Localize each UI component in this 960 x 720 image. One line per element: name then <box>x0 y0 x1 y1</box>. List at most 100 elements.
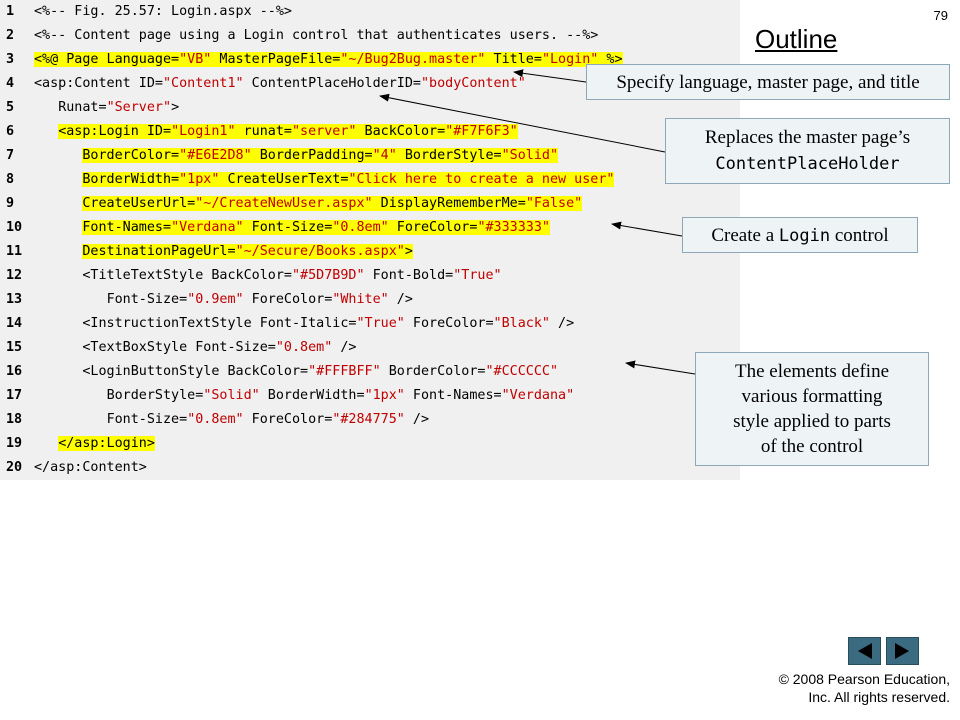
line-number: 12 <box>6 268 23 283</box>
markup-text: </asp:Content> <box>34 460 147 475</box>
code-line: 1 <%-- Fig. 25.57: Login.aspx --%> <box>0 0 740 24</box>
attribute-value: "Verdana" <box>171 220 244 235</box>
code-text: <%-- Fig. 25.57: Login.aspx --%> <box>34 0 292 24</box>
outline-title: Outline <box>755 24 838 54</box>
code-line: 12 <TitleTextStyle BackColor="#5D7B9D" F… <box>0 264 740 288</box>
markup-text: Font-Names= <box>404 388 502 403</box>
arrow-styles <box>625 360 696 375</box>
highlight: </asp:Login> <box>58 436 155 451</box>
code-text: <%-- Content page using a Login control … <box>34 24 598 48</box>
callout-login-control: Create a Login control <box>682 217 918 253</box>
line-number: 11 <box>6 244 23 259</box>
markup-text: <asp:Content ID= <box>34 76 163 91</box>
arrow-language <box>513 69 587 83</box>
code-line: 3<%@ Page Language="VB" MasterPageFile="… <box>0 48 740 72</box>
code-line: 11 DestinationPageUrl="~/Secure/Books.as… <box>0 240 740 264</box>
markup-text: <InstructionTextStyle Font-Italic= <box>82 316 357 331</box>
code-text: Font-Size="0.9em" ForeColor="White" /> <box>34 288 413 312</box>
highlight: DestinationPageUrl="~/Secure/Books.aspx"… <box>82 244 413 259</box>
code-line: 4<asp:Content ID="Content1" ContentPlace… <box>0 72 740 96</box>
markup-text: Font-Size= <box>243 220 333 235</box>
previous-slide-button[interactable] <box>848 637 881 665</box>
markup-text: BorderStyle= <box>106 388 204 403</box>
copyright-line: © 2008 Pearson Education, <box>778 671 950 687</box>
code-line: 5 Runat="Server"> <box>0 96 740 120</box>
attribute-value: "0.8em" <box>187 412 244 427</box>
callout-style-elements: The elements define various formatting s… <box>695 352 929 466</box>
line-number: 13 <box>6 292 23 307</box>
highlight: <%@ Page Language="VB" MasterPageFile="~… <box>34 52 623 67</box>
attribute-value: "0.8em" <box>332 220 389 235</box>
code-text: DestinationPageUrl="~/Secure/Books.aspx"… <box>34 240 413 264</box>
code-text: CreateUserUrl="~/CreateNewUser.aspx" Dis… <box>34 192 583 216</box>
markup-text: ForeColor= <box>388 220 478 235</box>
attribute-value: "~/Bug2Bug.master" <box>340 52 486 67</box>
attribute-value: "White" <box>332 292 389 307</box>
markup-text: /> <box>388 292 413 307</box>
code-text: <TitleTextStyle BackColor="#5D7B9D" Font… <box>34 264 501 288</box>
attribute-value: "Black" <box>493 316 550 331</box>
code-line: 17 BorderStyle="Solid" BorderWidth="1px"… <box>0 384 740 408</box>
attribute-value: "False" <box>525 196 583 211</box>
attribute-value: "0.8em" <box>275 340 333 355</box>
markup-text: <LoginButtonStyle BackColor= <box>82 364 309 379</box>
highlight: BorderColor="#E6E2D8" BorderPadding="4" … <box>82 148 559 163</box>
markup-text: DestinationPageUrl= <box>82 244 236 259</box>
line-number: 7 <box>6 148 15 163</box>
code-line: 7 BorderColor="#E6E2D8" BorderPadding="4… <box>0 144 740 168</box>
markup-text: > <box>404 244 413 259</box>
markup-text: BorderWidth= <box>259 388 365 403</box>
callout-text: Replaces the master page’s <box>704 127 911 148</box>
markup-text: Font-Names= <box>82 220 172 235</box>
code-text: BorderStyle="Solid" BorderWidth="1px" Fo… <box>34 384 575 408</box>
markup-text: /> <box>332 340 357 355</box>
attribute-value: "Solid" <box>203 388 260 403</box>
line-number: 17 <box>6 388 23 403</box>
attribute-value: "1px" <box>179 172 220 187</box>
code-line: 6 <asp:Login ID="Login1" runat="server" … <box>0 120 740 144</box>
triangle-left-icon <box>858 643 872 659</box>
markup-text: ContentPlaceHolderID= <box>243 76 421 91</box>
attribute-value: "0.9em" <box>187 292 244 307</box>
attribute-value: "Login1" <box>171 124 236 139</box>
highlight: BorderWidth="1px" CreateUserText="Click … <box>82 172 615 187</box>
code-text: <asp:Content ID="Content1" ContentPlaceH… <box>34 72 526 96</box>
code-line: 9 CreateUserUrl="~/CreateNewUser.aspx" D… <box>0 192 740 216</box>
markup-text: BorderStyle= <box>396 148 502 163</box>
markup-text: /> <box>549 316 575 331</box>
attribute-value: "server" <box>292 124 357 139</box>
code-line: 10 Font-Names="Verdana" Font-Size="0.8em… <box>0 216 740 240</box>
attribute-value: "Content1" <box>163 76 244 91</box>
arrow-content <box>379 93 666 153</box>
line-number: 15 <box>6 340 23 355</box>
line-number: 14 <box>6 316 23 331</box>
attribute-value: "#F7F6F3" <box>445 124 518 139</box>
markup-text: Runat= <box>58 100 107 115</box>
attribute-value: "Solid" <box>501 148 559 163</box>
callout-text: Create a <box>711 225 779 246</box>
line-number: 2 <box>6 28 15 43</box>
attribute-value: "True" <box>356 316 405 331</box>
markup-text: <TextBoxStyle Font-Size= <box>82 340 276 355</box>
code-line: 2 <%-- Content page using a Login control… <box>0 24 740 48</box>
next-slide-button[interactable] <box>886 637 919 665</box>
code-line: 15 <TextBoxStyle Font-Size="0.8em" /> <box>0 336 740 360</box>
highlight: Font-Names="Verdana" Font-Size="0.8em" F… <box>82 220 550 235</box>
code-text: Font-Size="0.8em" ForeColor="#284775" /> <box>34 408 430 432</box>
markup-text: <asp:Login ID= <box>58 124 172 139</box>
attribute-value: "#5D7B9D" <box>291 268 365 283</box>
line-number: 1 <box>6 4 15 19</box>
code-text: BorderWidth="1px" CreateUserText="Click … <box>34 168 615 192</box>
code-line: 8 BorderWidth="1px" CreateUserText="Clic… <box>0 168 740 192</box>
markup-text: DisplayRememberMe= <box>372 196 526 211</box>
callout-text: The elements define <box>734 361 890 382</box>
highlight: <asp:Login ID="Login1" runat="server" Ba… <box>58 124 518 139</box>
code-line: 20</asp:Content> <box>0 456 740 480</box>
callout-code-text: ContentPlaceHolder <box>715 154 900 174</box>
markup-text: CreateUserText= <box>219 172 349 187</box>
line-number: 10 <box>6 220 23 235</box>
code-text: <LoginButtonStyle BackColor="#FFFBFF" Bo… <box>34 360 558 384</box>
copyright-line: Inc. All rights reserved. <box>808 689 950 705</box>
attribute-value: "4" <box>372 148 397 163</box>
